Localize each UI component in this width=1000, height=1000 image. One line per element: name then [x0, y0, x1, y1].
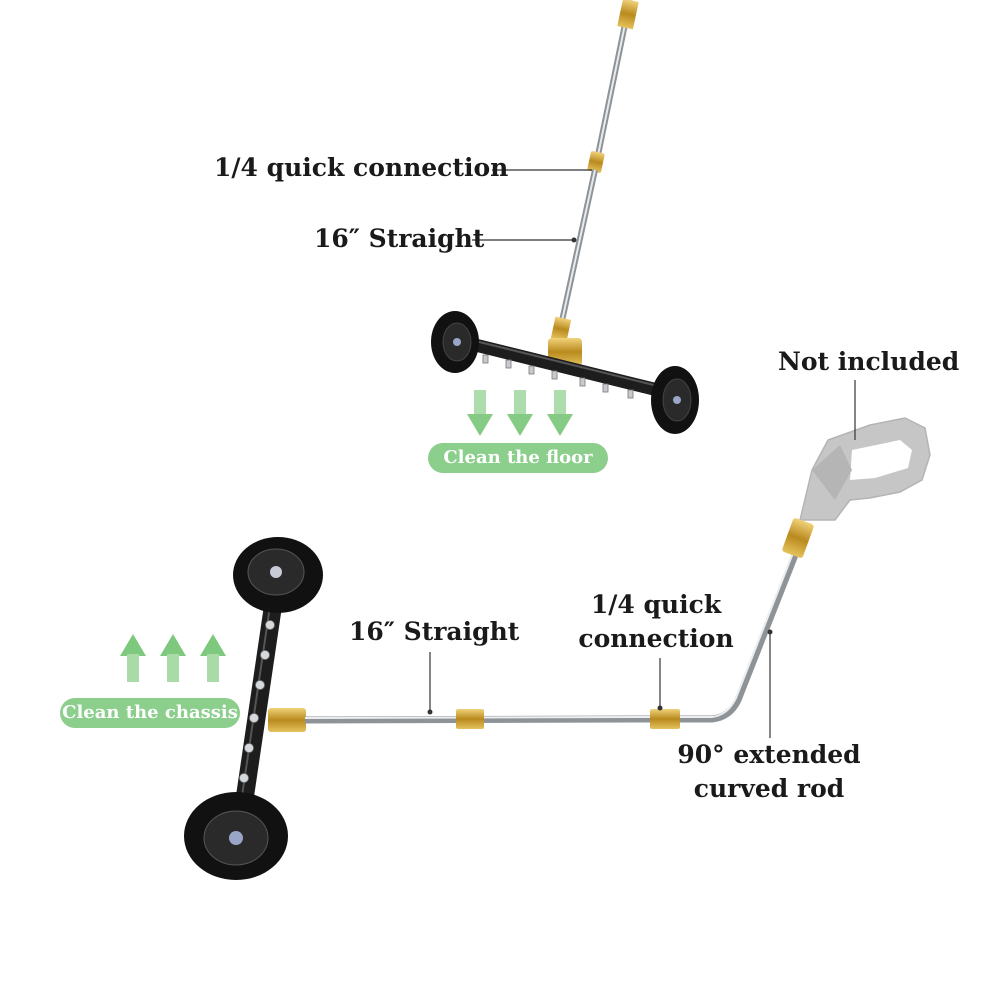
top-left-wheel: [431, 311, 479, 373]
bottom-top-wheel: [233, 537, 323, 613]
top-spray-bar: [448, 333, 685, 402]
bottom-inlet-fitting: [268, 708, 306, 732]
chassis-arrows: [120, 634, 226, 682]
top-assembly: [431, 0, 699, 436]
top-quick-connector: [587, 151, 605, 173]
bottom-middle-connector: [456, 709, 484, 729]
spray-gun: [799, 417, 931, 521]
label-curved-rod-line2: curved rod: [693, 774, 845, 803]
bottom-spray-bar: [231, 563, 287, 839]
label-bottom-straight: 16″ Straight: [349, 617, 520, 646]
top-wand-end-fitting: [617, 0, 639, 30]
top-right-wheel: [651, 366, 699, 434]
label-bottom-quick-line2: connection: [578, 624, 734, 653]
label-top-quick-connection: 1/4 quick connection: [214, 153, 509, 182]
bottom-bottom-wheel: [184, 792, 288, 880]
label-bottom-quick-line1: 1/4 quick: [590, 590, 722, 619]
label-curved-rod: 90° extended curved rod: [674, 738, 864, 806]
bottom-nozzles: [239, 620, 275, 783]
bottom-curved-rod: [680, 553, 799, 723]
floor-arrows: [467, 390, 573, 436]
label-curved-rod-line1: 90° extended: [677, 740, 861, 769]
label-not-included: Not included: [778, 347, 960, 376]
bottom-quick-connector: [650, 709, 680, 729]
bottom-assembly: [120, 518, 814, 880]
top-nozzles: [482, 354, 634, 399]
label-top-straight: 16″ Straight: [314, 224, 485, 253]
label-bottom-quick-connection: 1/4 quick connection: [576, 588, 736, 656]
gun-connector-fitting: [782, 518, 814, 558]
top-swivel-fitting: [550, 316, 572, 342]
badge-clean-floor: Clean the floor: [428, 443, 608, 473]
badge-clean-chassis: Clean the chassis: [60, 698, 240, 728]
